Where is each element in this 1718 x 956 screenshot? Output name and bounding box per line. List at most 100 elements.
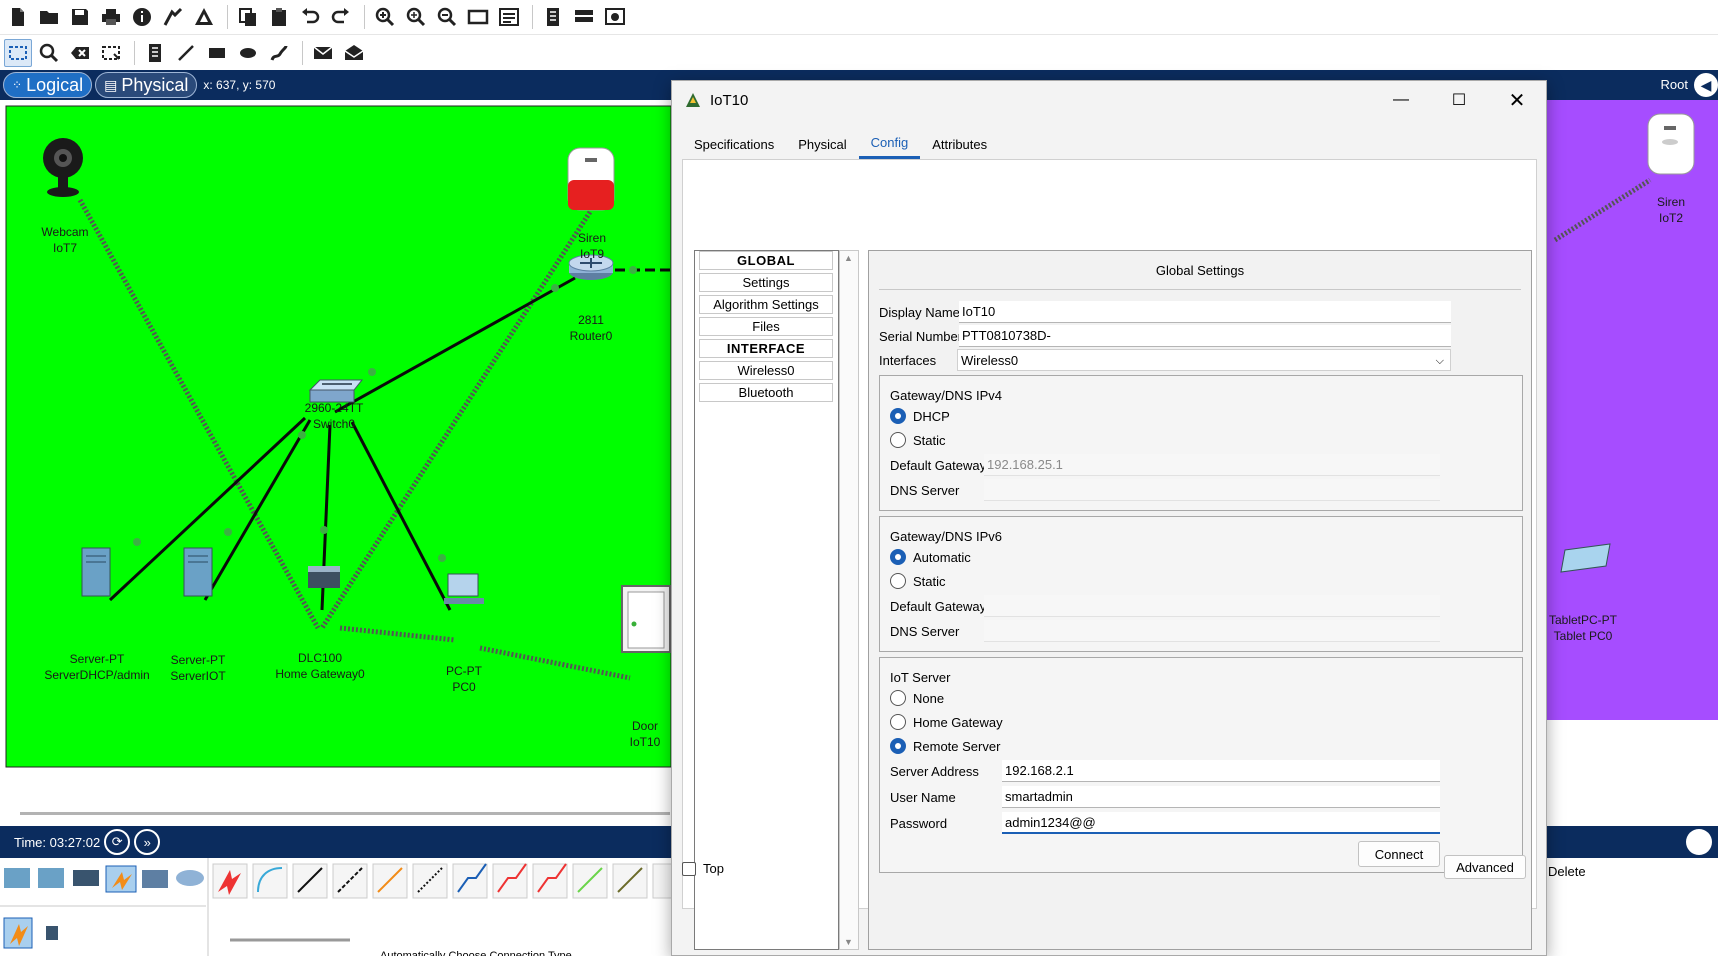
complex-pdu-icon[interactable] — [340, 39, 368, 67]
new-file-icon[interactable] — [4, 3, 32, 31]
custom-pdu-icon[interactable] — [190, 3, 218, 31]
user-name-field[interactable]: smartadmin — [1002, 786, 1440, 808]
save-icon[interactable] — [66, 3, 94, 31]
delete-icon[interactable] — [66, 39, 94, 67]
network-info-icon[interactable] — [570, 3, 598, 31]
sidebar-item-files[interactable]: Files — [699, 317, 833, 336]
minimize-icon[interactable]: — — [1393, 91, 1409, 108]
select-icon[interactable] — [4, 38, 32, 67]
ipv4-dns-field[interactable] — [984, 479, 1440, 501]
back-arrow-icon[interactable]: ◀ — [1694, 73, 1718, 97]
ipv4-static-radio[interactable]: Static — [890, 432, 946, 448]
connect-button[interactable]: Connect — [1358, 841, 1440, 867]
main-toolbar — [0, 0, 1718, 35]
display-icon[interactable] — [601, 3, 629, 31]
tab-config[interactable]: Config — [858, 129, 921, 159]
copy-icon[interactable] — [234, 3, 262, 31]
radio-dot — [890, 432, 906, 448]
ipv6-dns-label: DNS Server — [890, 624, 960, 639]
zoom-reset-icon[interactable] — [402, 3, 430, 31]
device-name: IoT7 — [52, 241, 78, 255]
activity-wizard-icon[interactable] — [159, 3, 187, 31]
undo-icon[interactable] — [296, 3, 324, 31]
router-icon[interactable] — [568, 254, 614, 280]
interfaces-dropdown[interactable]: Wireless0 ⌵ — [957, 349, 1451, 371]
drawing-palette-icon[interactable] — [464, 3, 492, 31]
maximize-icon[interactable]: ☐ — [1451, 92, 1467, 109]
delete-label[interactable]: Delete — [1548, 864, 1586, 879]
device-label: DLC100 Home Gateway0 — [275, 650, 364, 682]
siren-iot2-icon[interactable] — [1647, 113, 1695, 175]
sidebar-item-settings[interactable]: Settings — [699, 273, 833, 292]
display-name-field[interactable]: IoT10 — [959, 301, 1451, 323]
scroll-down-icon[interactable]: ▼ — [844, 937, 853, 947]
server-address-field[interactable]: 192.168.2.1 — [1002, 760, 1440, 782]
pc-icon[interactable] — [444, 573, 484, 604]
info-icon[interactable] — [128, 3, 156, 31]
tab-specifications[interactable]: Specifications — [694, 136, 775, 152]
sidebar-scrollbar[interactable]: ▲ ▼ — [839, 250, 859, 950]
ipv6-gateway-field[interactable] — [984, 595, 1440, 617]
ipv6-dns-field[interactable] — [984, 620, 1440, 642]
device-name: Switch0 — [312, 417, 356, 431]
line-icon[interactable] — [172, 39, 200, 67]
redo-icon[interactable] — [327, 3, 355, 31]
ipv4-gateway-field[interactable]: 192.168.25.1 — [984, 454, 1440, 476]
radio-dot — [890, 714, 906, 730]
tab-physical[interactable]: Physical — [798, 136, 847, 152]
freeform-icon[interactable] — [265, 39, 293, 67]
sidebar-item-bluetooth[interactable]: Bluetooth — [699, 383, 833, 402]
cursor-coordinates: x: 637, y: 570 — [203, 78, 276, 92]
toolbar-separator — [532, 5, 533, 29]
iot-remote-server-radio[interactable]: Remote Server — [890, 738, 1000, 754]
power-cycle-icon[interactable]: ⟳ — [104, 829, 131, 855]
scroll-up-icon[interactable]: ▲ — [844, 253, 853, 263]
door-icon[interactable] — [621, 585, 671, 653]
server-iot-icon[interactable] — [183, 547, 213, 597]
sidebar-item-algorithm-settings[interactable]: Algorithm Settings — [699, 295, 833, 314]
iot-none-radio[interactable]: None — [890, 690, 944, 706]
password-field[interactable]: admin1234@@ — [1002, 812, 1440, 834]
logical-view-tab[interactable]: ⁘ Logical — [3, 72, 93, 98]
zoom-in-icon[interactable] — [371, 3, 399, 31]
ipv6-static-radio[interactable]: Static — [890, 573, 946, 589]
serial-number-field[interactable]: PTT0810738D- — [959, 325, 1451, 347]
server-dhcp-icon[interactable] — [81, 547, 111, 597]
fast-forward-icon[interactable]: » — [134, 829, 161, 855]
siren-icon[interactable] — [567, 147, 615, 211]
webcam-icon[interactable] — [43, 138, 83, 197]
close-icon[interactable]: ✕ — [1508, 89, 1526, 112]
iot-home-gateway-radio[interactable]: Home Gateway — [890, 714, 1003, 730]
dialog-titlebar[interactable]: IoT10 — [672, 81, 1546, 119]
print-icon[interactable] — [97, 3, 125, 31]
sidebar-item-wireless0[interactable]: Wireless0 — [699, 361, 833, 380]
note-icon[interactable] — [141, 39, 169, 67]
open-folder-icon[interactable] — [35, 3, 63, 31]
horizontal-scrollbar[interactable] — [20, 812, 670, 815]
home-gateway-icon[interactable] — [308, 566, 340, 588]
physical-view-tab[interactable]: ▤ Physical — [95, 72, 198, 98]
inspect-icon[interactable] — [35, 39, 63, 67]
dialog-body: GLOBAL Settings Algorithm Settings Files… — [682, 159, 1537, 950]
tablet-icon[interactable] — [1560, 543, 1611, 573]
simple-pdu-icon[interactable] — [309, 39, 337, 67]
root-label[interactable]: Root — [1660, 77, 1688, 92]
ipv4-dhcp-radio[interactable]: DHCP — [890, 408, 950, 424]
tab-attributes[interactable]: Attributes — [932, 136, 988, 152]
top-checkbox[interactable]: Top — [682, 861, 724, 876]
ellipse-icon[interactable] — [234, 39, 262, 67]
realtime-clock-icon[interactable] — [1686, 829, 1712, 855]
paste-icon[interactable] — [265, 3, 293, 31]
device-type: Siren — [577, 231, 607, 245]
ipv6-automatic-radio[interactable]: Automatic — [890, 549, 971, 565]
connection-types — [212, 863, 674, 899]
advanced-button[interactable]: Advanced — [1444, 855, 1526, 879]
viewport-icon[interactable] — [539, 3, 567, 31]
custom-device-icon[interactable] — [495, 3, 523, 31]
resize-icon[interactable] — [97, 39, 125, 67]
switch-icon[interactable] — [308, 379, 364, 403]
zoom-out-icon[interactable] — [433, 3, 461, 31]
toolbar-separator — [227, 5, 228, 29]
rectangle-icon[interactable] — [203, 39, 231, 67]
ipv6-title: Gateway/DNS IPv6 — [890, 529, 1002, 544]
